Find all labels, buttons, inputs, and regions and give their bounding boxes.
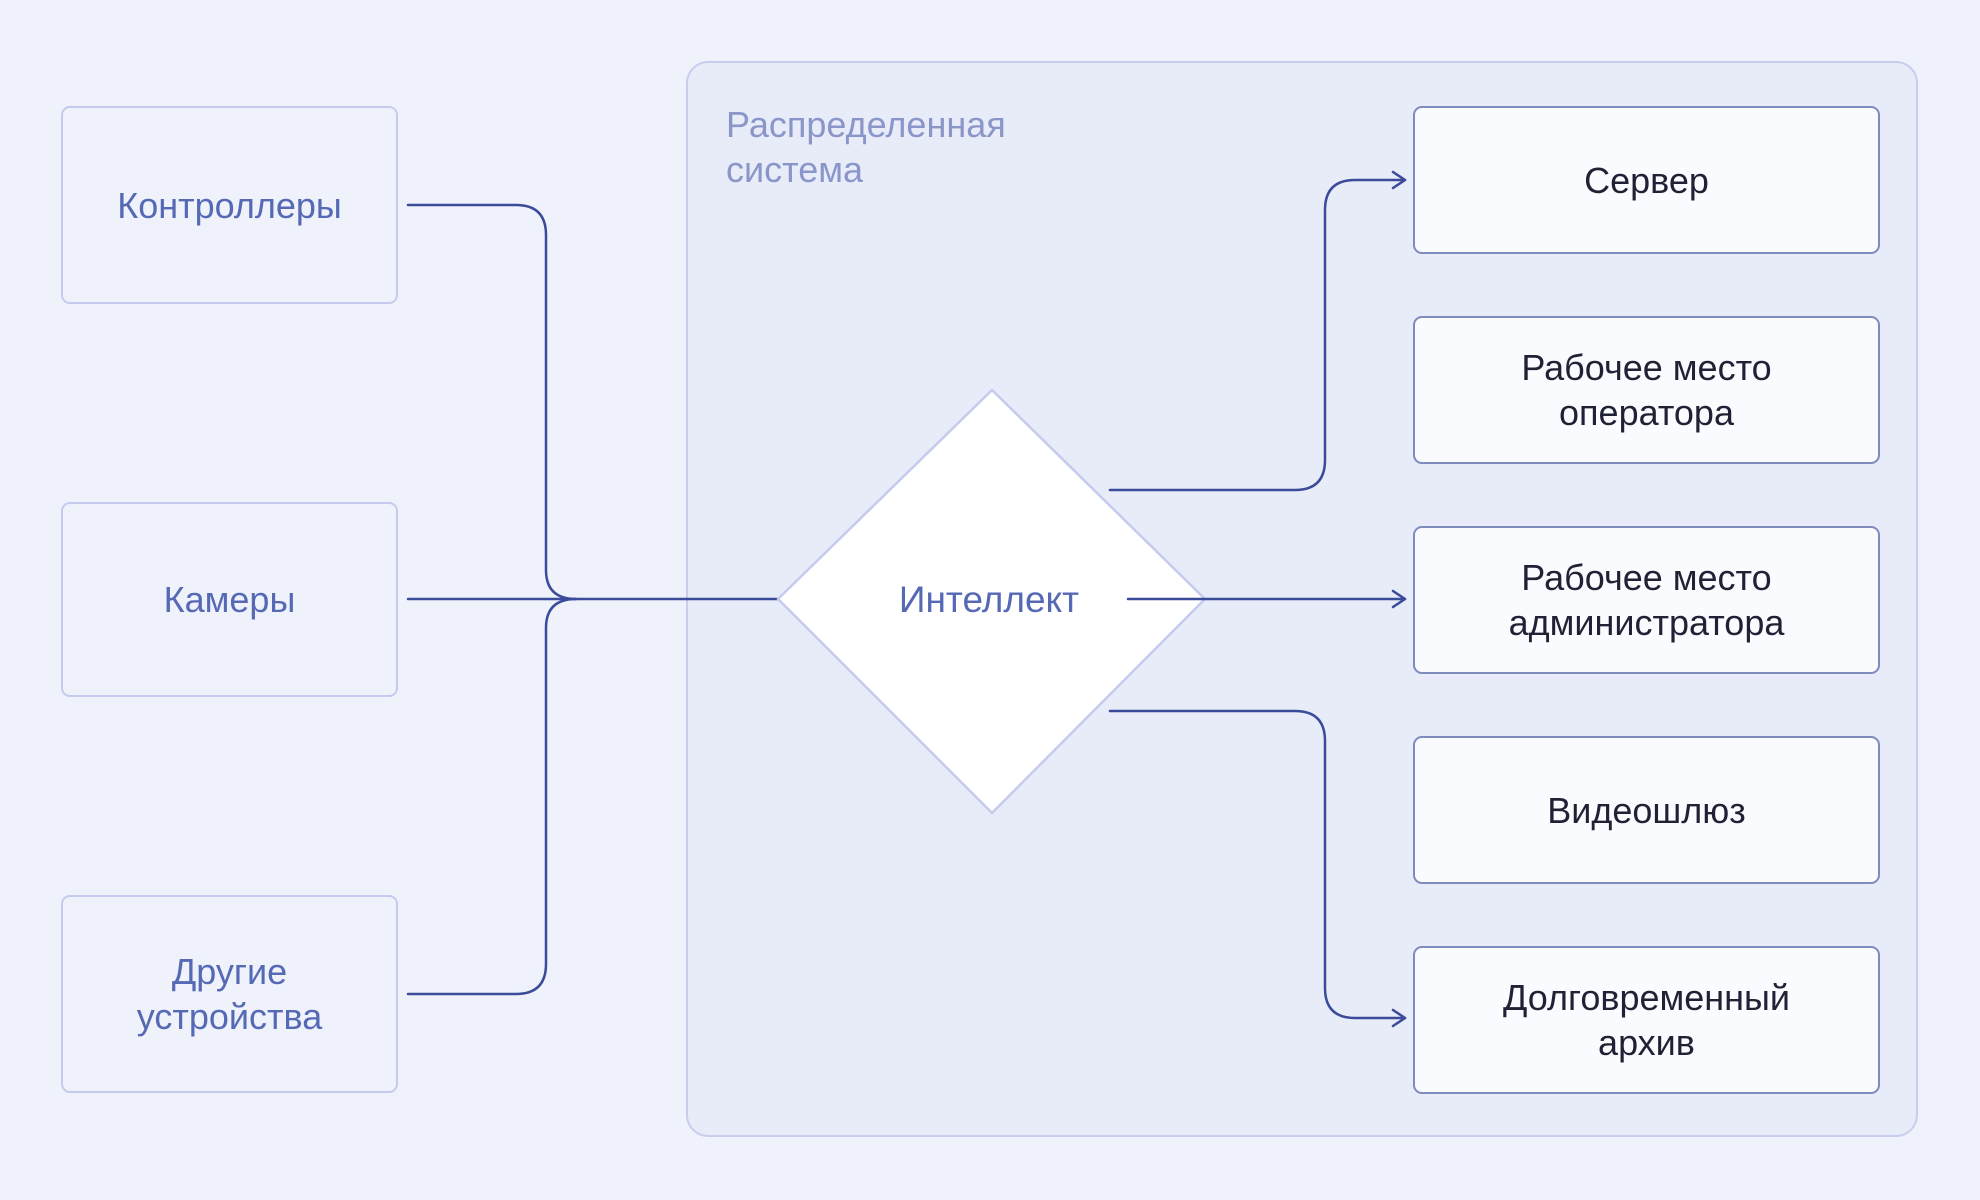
hub-diamond [776, 388, 1207, 815]
target-admin-workstation: Рабочее место администратора [1413, 526, 1880, 674]
source-other-devices: Другие устройства [61, 895, 398, 1093]
target-server: Сервер [1413, 106, 1880, 254]
hub-label: Интеллект [898, 579, 1080, 620]
distributed-system-label: Распределенная система [726, 104, 1006, 190]
source-cameras: Камеры [61, 502, 398, 697]
target-operator-workstation: Рабочее место оператора [1413, 316, 1880, 464]
target-long-term-archive: Долговременный архив [1413, 946, 1880, 1094]
connector-other-devices [406, 597, 578, 996]
source-controllers: Контроллеры [61, 106, 398, 304]
connector-controllers [406, 203, 578, 601]
connector-to-server [1108, 170, 1407, 492]
target-video-gateway: Видеошлюз [1413, 736, 1880, 884]
connector-to-archive [1108, 709, 1407, 1028]
